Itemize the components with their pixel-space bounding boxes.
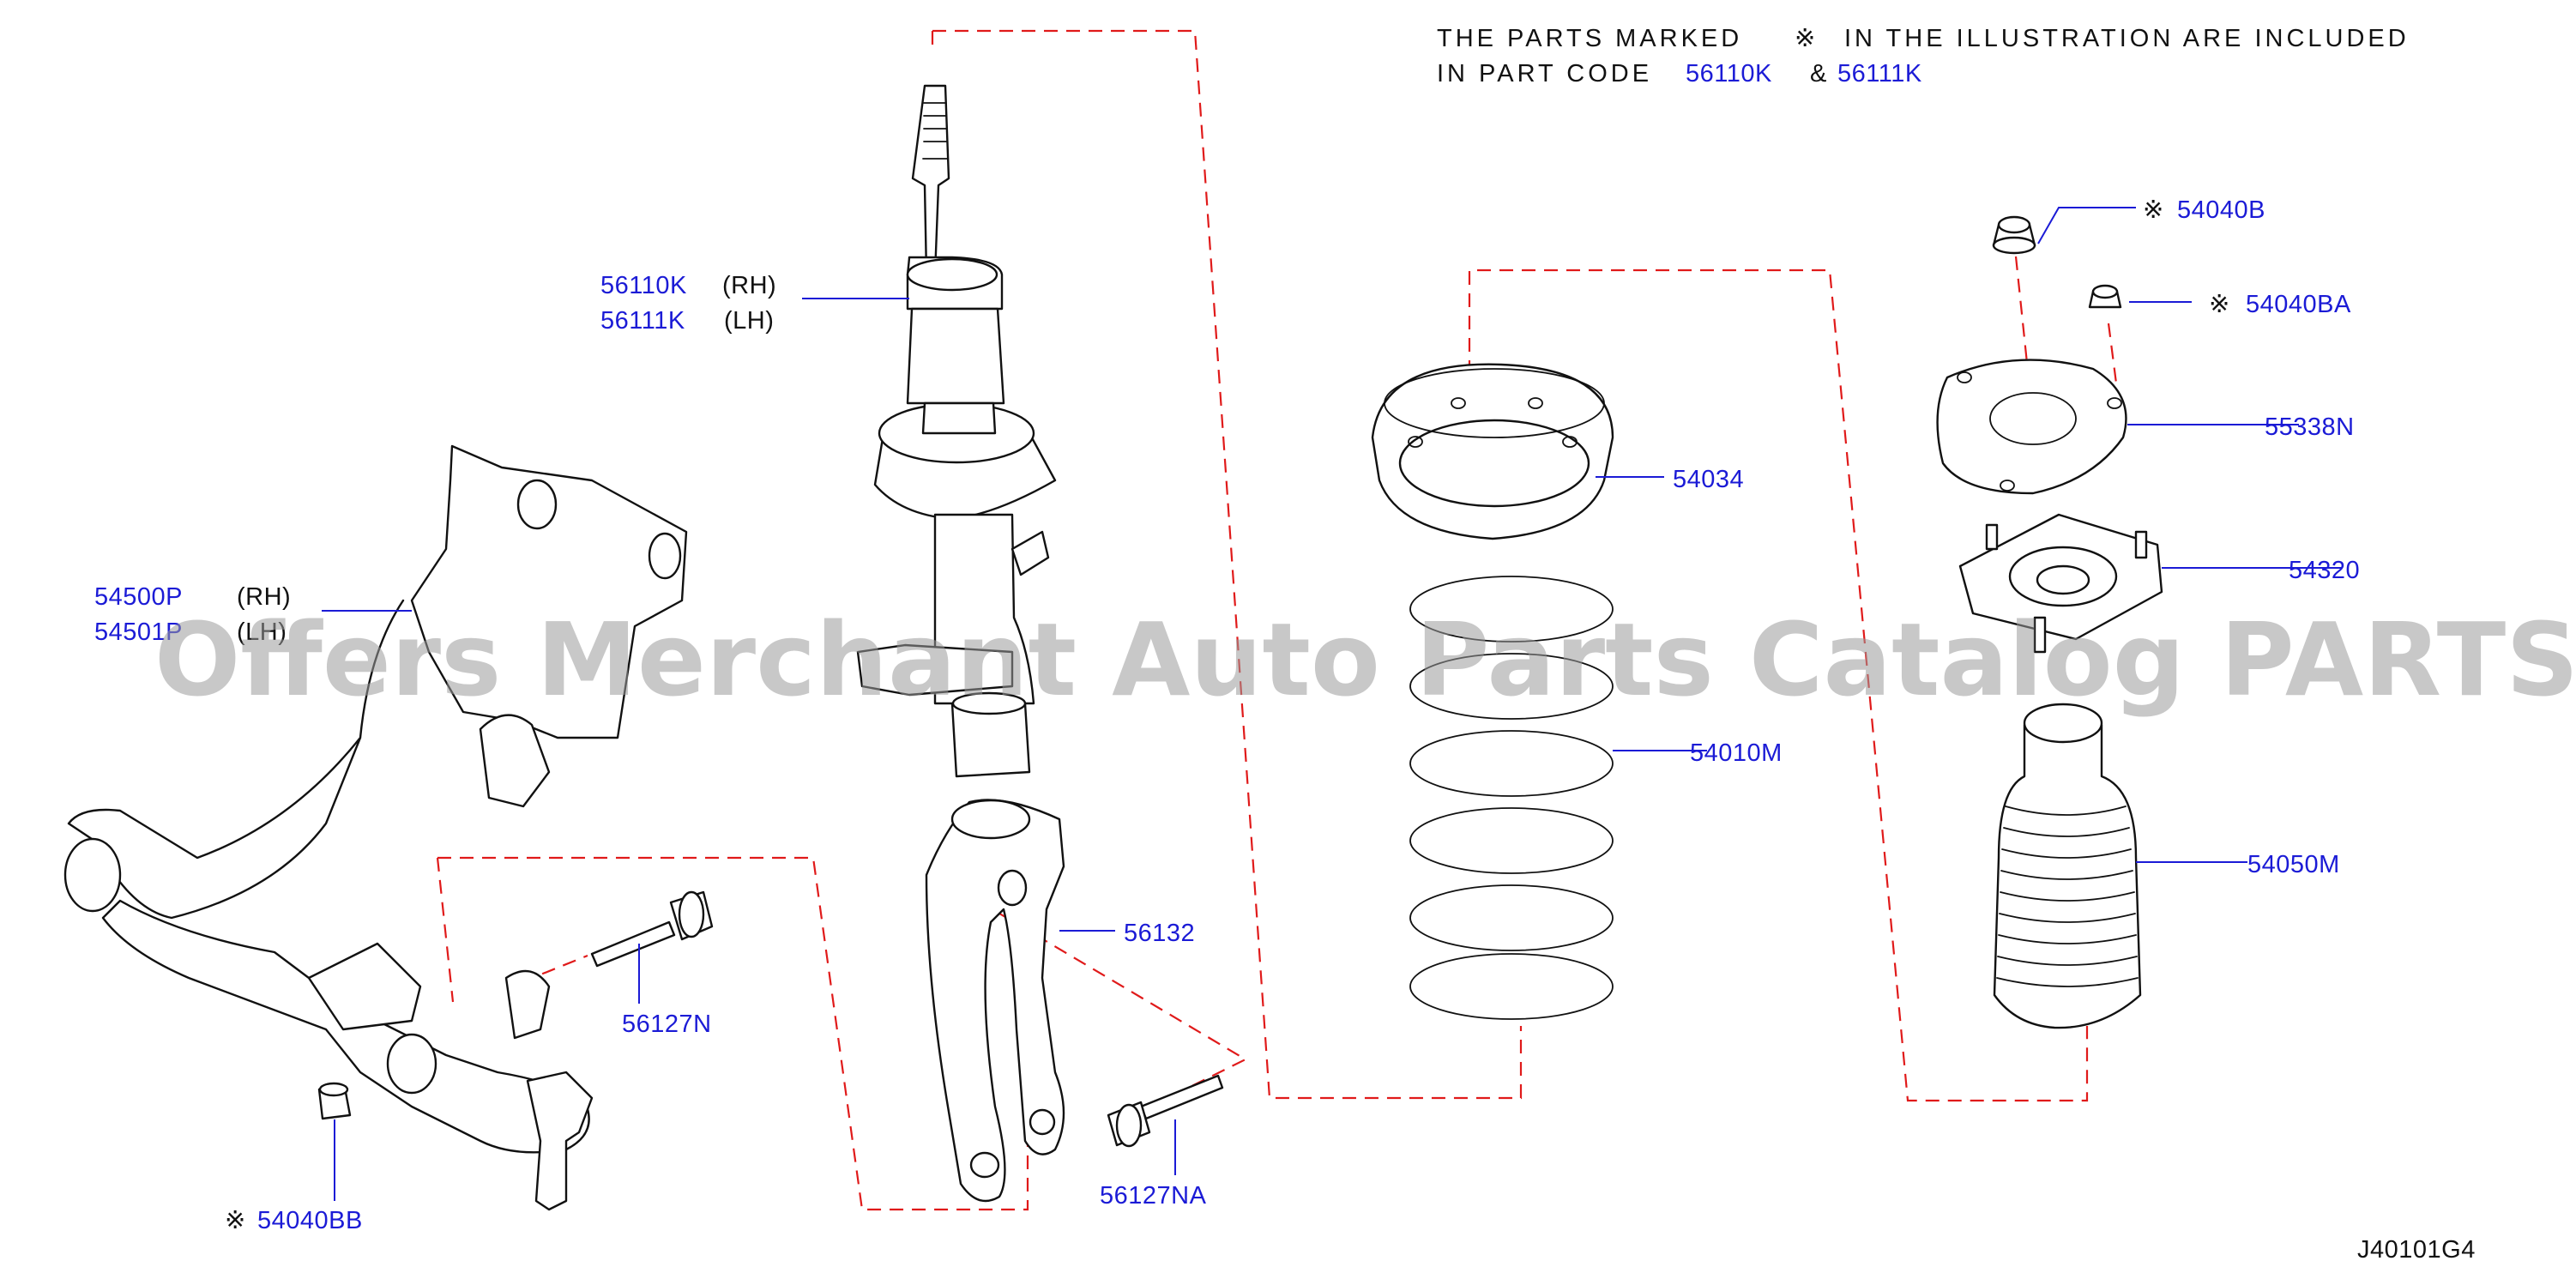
strut-mount [1958, 513, 2163, 654]
parts-note: THE PARTS MARKED ※ IN THE ILLUSTRATION A… [1437, 25, 2410, 87]
callout-56127na[interactable]: 56127NA [1100, 1182, 1207, 1210]
callout-54040b[interactable]: 54040B [2177, 196, 2265, 224]
diagram-id: J40101G4 [2357, 1236, 2476, 1264]
callout-56111k-side: (LH) [724, 307, 774, 335]
strut-fork [925, 799, 1065, 1203]
nut-54040b [1992, 215, 2036, 255]
callout-56110k[interactable]: 56110K [600, 272, 687, 299]
bolt-56127n [590, 890, 714, 968]
callout-54040bb[interactable]: 54040BB [257, 1207, 363, 1234]
callout-56127n[interactable]: 56127N [622, 1011, 712, 1038]
callout-54040ba-mark: ※ [2209, 291, 2230, 318]
coil-spring [1409, 576, 1614, 1020]
mount-plate [1936, 359, 2127, 495]
callout-labels: 56110K (RH) 56111K (LH) 54500P (RH) 5450… [94, 196, 2360, 1234]
callout-54040bb-mark: ※ [225, 1207, 246, 1234]
callout-54501p[interactable]: 54501P [94, 618, 183, 646]
callout-54010m[interactable]: 54010M [1690, 739, 1783, 767]
note-line1-start: THE PARTS MARKED [1437, 25, 1742, 52]
callout-56110k-side: (RH) [722, 272, 776, 299]
callout-56132[interactable]: 56132 [1124, 920, 1195, 947]
spring-seat [1371, 363, 1614, 540]
callout-54034[interactable]: 54034 [1673, 466, 1744, 493]
note-code-56111k[interactable]: 56111K [1837, 60, 1922, 87]
note-line2-start: IN PART CODE [1437, 60, 1652, 87]
callout-54500p-side: (RH) [237, 583, 291, 611]
callout-55338n[interactable]: 55338N [2265, 413, 2355, 441]
strut-assembly [856, 84, 1057, 778]
leader-lines [322, 207, 2342, 1201]
knuckle-and-arm [63, 444, 688, 1211]
bolt-56127na [1107, 1074, 1224, 1148]
note-line1-end: IN THE ILLUSTRATION ARE INCLUDED [1844, 25, 2410, 52]
callout-56111k[interactable]: 56111K [600, 307, 685, 335]
note-line1-mark: ※ [1795, 25, 1819, 52]
nut-54040ba [2088, 284, 2122, 309]
callout-54040ba[interactable]: 54040BA [2246, 291, 2351, 318]
callout-54500p[interactable]: 54500P [94, 583, 183, 611]
callout-54501p-side: (LH) [237, 618, 287, 646]
watermark: Offers Merchant Auto Parts Catalog PARTS… [154, 600, 2576, 719]
bound-bumper [1993, 703, 2142, 1029]
callout-54040b-mark: ※ [2143, 196, 2164, 224]
note-ampersand: & [1810, 60, 1830, 87]
callout-54050m[interactable]: 54050M [2247, 851, 2340, 878]
note-code-56110k[interactable]: 56110K [1686, 60, 1772, 87]
callout-54320[interactable]: 54320 [2289, 557, 2360, 584]
